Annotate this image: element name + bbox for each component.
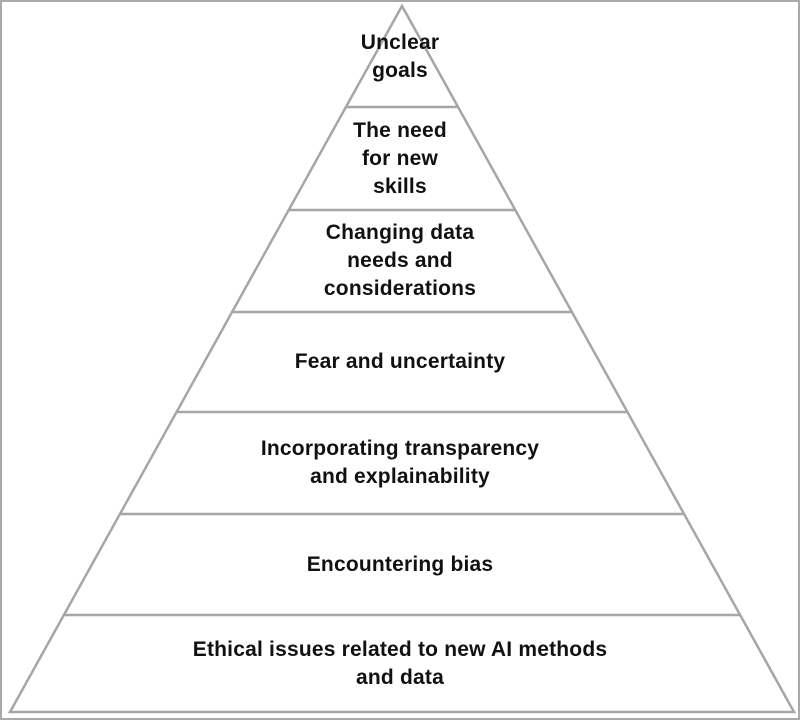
pyramid-outline bbox=[7, 3, 797, 714]
